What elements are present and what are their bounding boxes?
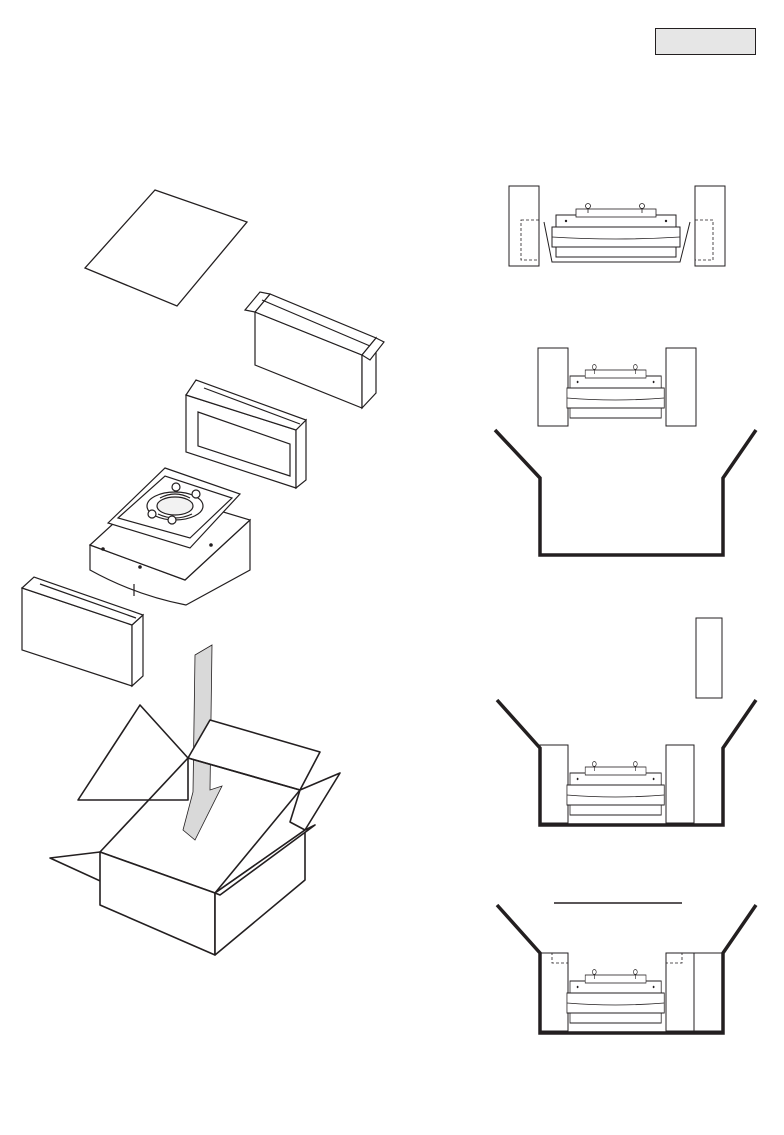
- step-3-unit-in-carton: [497, 618, 756, 825]
- paper-feeder-unit: [90, 468, 250, 605]
- instruction-sheet: [85, 190, 247, 306]
- step-1-cushions-on-unit: [509, 186, 725, 266]
- step-4-accessory-placed: [497, 903, 756, 1033]
- step-2-unit-above-carton: [495, 348, 756, 555]
- rear-packing-cushion: [22, 577, 143, 686]
- front-packing-cushion: [186, 380, 306, 488]
- accessory-box: [245, 292, 384, 408]
